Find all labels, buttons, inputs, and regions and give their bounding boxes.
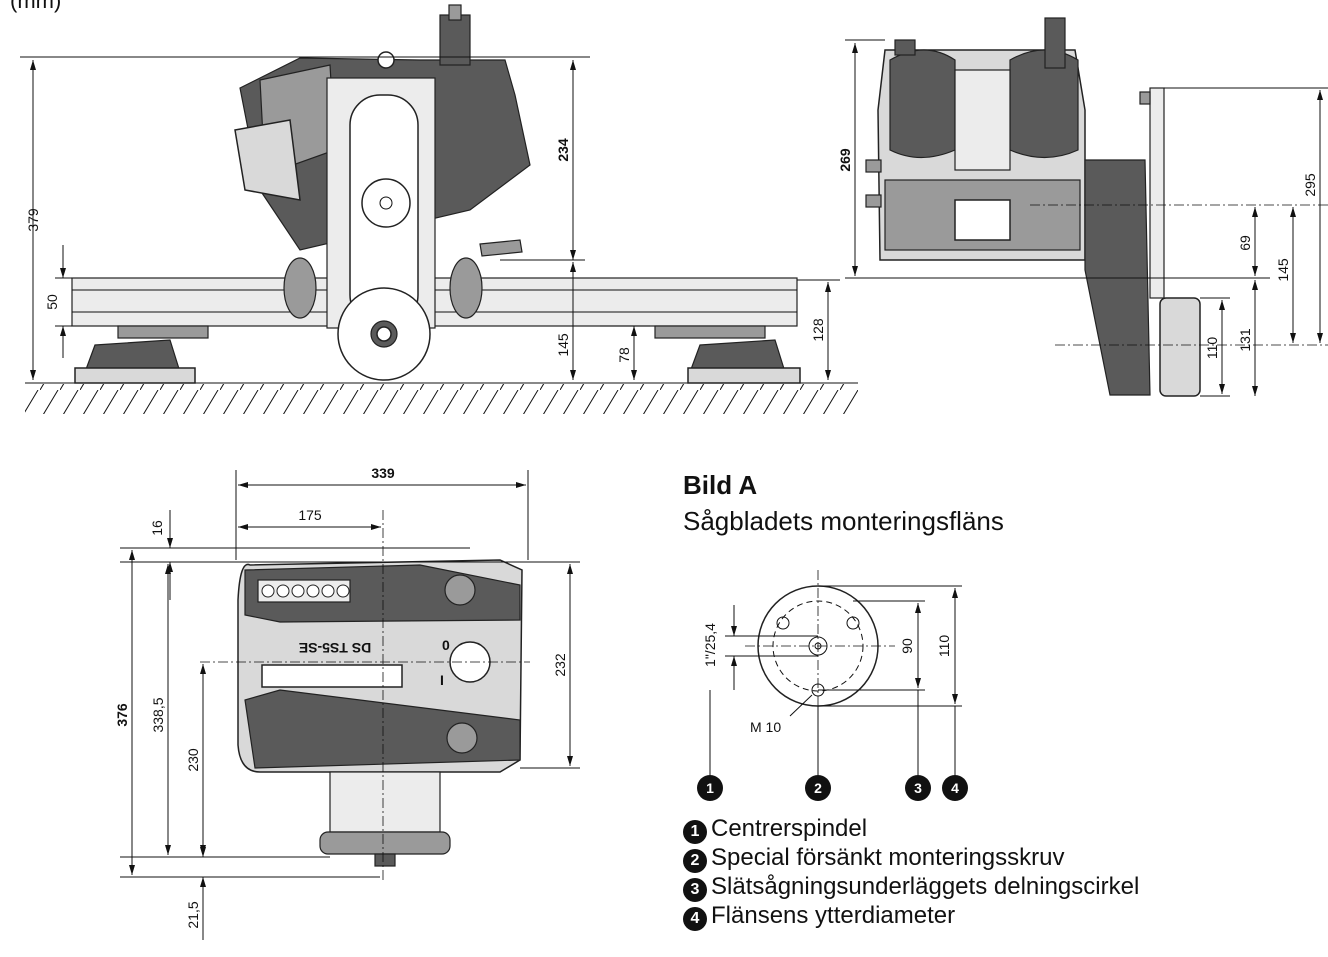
side-view: 379 234 50 145 78 128 xyxy=(20,4,858,414)
legend-text: Slätsågningsunderläggets delningscirkel xyxy=(711,873,1140,900)
legend-number: 1 xyxy=(683,820,707,844)
rail-foot-left xyxy=(74,325,209,384)
screw-label: M 10 xyxy=(750,719,781,735)
figure-title: Bild A xyxy=(683,470,758,500)
dim-145-side: 145 xyxy=(555,333,571,357)
callout-4: 4 xyxy=(942,775,968,801)
svg-text:3: 3 xyxy=(914,780,922,796)
dim-230: 230 xyxy=(185,748,201,772)
svg-text:1: 1 xyxy=(706,780,714,796)
water-inlet xyxy=(446,722,478,754)
brand-logo-plate xyxy=(261,664,403,688)
carriage-roller-left xyxy=(283,257,317,319)
svg-text:2: 2 xyxy=(814,780,822,796)
water-valve xyxy=(444,574,476,606)
gear-housing-top xyxy=(329,771,441,833)
legend-text: Centrerspindel xyxy=(711,815,868,842)
rail-foot-right xyxy=(654,325,801,384)
dim-379: 379 xyxy=(25,208,41,232)
end-view-body xyxy=(865,17,1086,261)
dim-110-flange: 110 xyxy=(936,635,952,658)
svg-text:4: 4 xyxy=(951,780,959,796)
dim-269: 269 xyxy=(837,148,853,172)
dim-21-5: 21,5 xyxy=(185,901,201,928)
dim-175: 175 xyxy=(298,507,322,523)
dim-295: 295 xyxy=(1302,173,1318,197)
legend-number: 3 xyxy=(683,878,707,902)
switch-label-one: I xyxy=(440,672,444,688)
dim-376: 376 xyxy=(114,703,130,727)
carriage-roller-right xyxy=(449,257,483,319)
dim-234: 234 xyxy=(555,138,571,162)
lifting-eye xyxy=(377,51,395,69)
callout-2: 2 xyxy=(805,775,831,801)
dim-338-5: 338,5 xyxy=(150,697,166,732)
dim-bore: 1"/25,4 xyxy=(702,623,718,667)
flange-diagram: 1"/25,4 90 110 M 10 1 2 3 xyxy=(697,570,968,801)
dim-145-end: 145 xyxy=(1275,258,1291,282)
callout-1: 1 xyxy=(697,775,723,801)
dim-90: 90 xyxy=(899,638,915,654)
top-view-flange xyxy=(319,831,451,855)
brand-text: DS TS5-SE xyxy=(299,640,371,656)
dim-128: 128 xyxy=(810,318,826,342)
dim-339: 339 xyxy=(371,465,395,481)
dim-110-end: 110 xyxy=(1204,337,1220,360)
header-fragment: (mm) xyxy=(10,0,62,13)
figure-subtitle: Sågbladets monteringsfläns xyxy=(683,506,1004,536)
legend-text: Special försänkt monteringsskruv xyxy=(711,844,1065,871)
dim-69: 69 xyxy=(1237,235,1253,251)
dim-16: 16 xyxy=(149,520,165,536)
clamp-lever xyxy=(479,239,523,257)
legend-number: 4 xyxy=(683,907,707,931)
legend-text: Flänsens ytterdiameter xyxy=(711,902,956,929)
switch-label-zero: 0 xyxy=(442,637,450,653)
blade-plate xyxy=(1149,87,1165,299)
dim-232: 232 xyxy=(552,653,568,677)
ground-hatch xyxy=(25,384,858,414)
dim-50: 50 xyxy=(44,294,60,310)
dim-131: 131 xyxy=(1237,328,1253,352)
legend-number: 2 xyxy=(683,849,707,873)
end-view: 269 295 69 145 110 131 xyxy=(837,17,1328,397)
end-view-flange xyxy=(1159,297,1201,397)
callout-3: 3 xyxy=(905,775,931,801)
dim-78: 78 xyxy=(616,347,632,363)
top-view: DS TS5-SE 0 I 339 175 16 376 xyxy=(114,465,580,940)
